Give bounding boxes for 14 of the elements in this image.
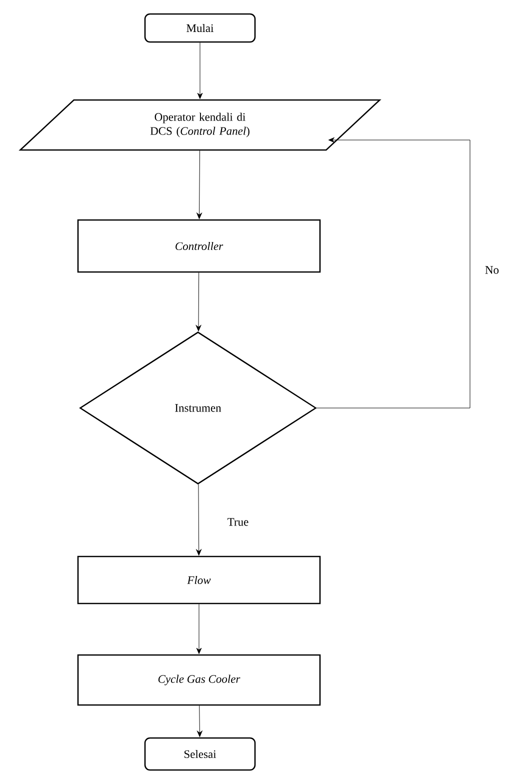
edge-label: True [226, 517, 250, 527]
edge-label: No [484, 265, 500, 275]
arrow [316, 137, 470, 408]
arrow [196, 604, 202, 654]
process-box: Cycle Gas Cooler [77, 654, 321, 706]
process-box: Controller [77, 219, 321, 273]
terminal-box: Mulai [144, 13, 256, 43]
arrow [196, 150, 202, 219]
arrow [197, 42, 203, 99]
arrow [196, 484, 202, 556]
arrow [197, 705, 202, 737]
arrow [196, 272, 202, 332]
process-box: Flow [77, 556, 321, 604]
terminal-box: Selesai [144, 737, 256, 771]
